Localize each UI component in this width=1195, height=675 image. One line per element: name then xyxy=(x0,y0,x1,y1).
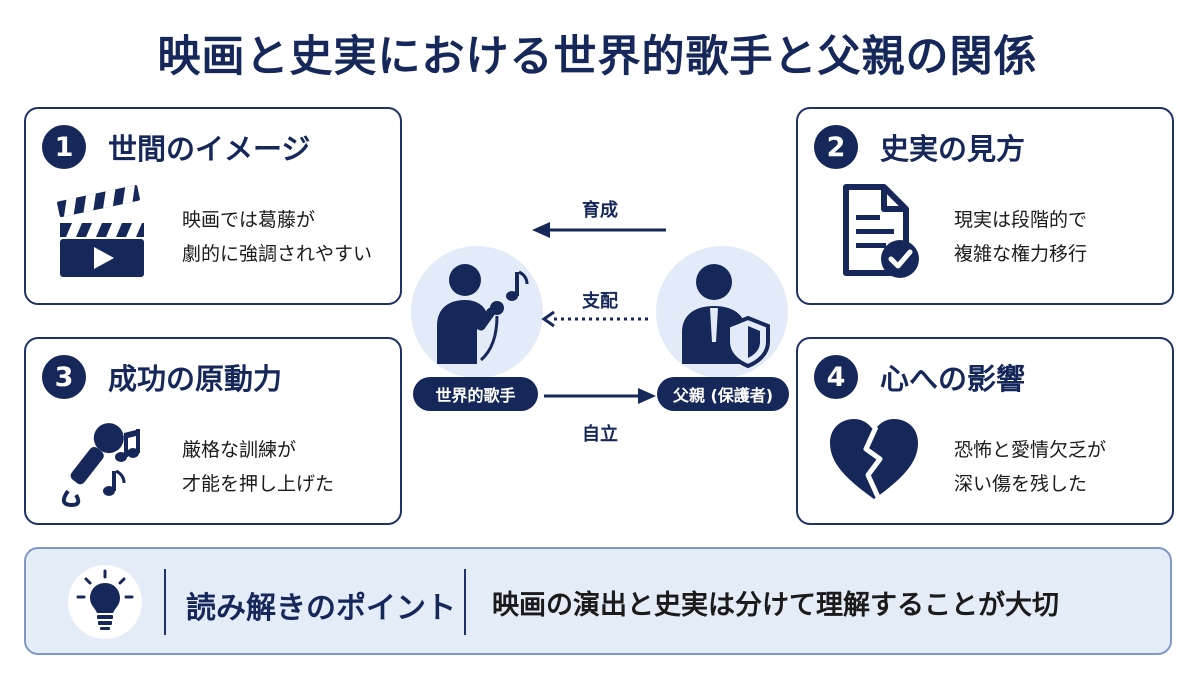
arrow-label-nurture: 育成 xyxy=(582,200,618,221)
key-point-banner: 読み解きのポイント 映画の演出と史実は分けて理解することが大切 xyxy=(24,547,1172,655)
card-description: 厳格な訓練が 才能を押し上げた xyxy=(182,439,335,495)
card-number: 1 xyxy=(42,125,86,169)
card-success-driver: 3 成功の原動力 厳格な訓練が 才能を押し上げた xyxy=(24,337,402,525)
card-title: 史実の見方 xyxy=(880,132,1026,166)
card-number: 3 xyxy=(42,355,86,399)
card-emotional-impact: 4 心への影響 恐怖と愛情欠乏が 深い傷を残した xyxy=(796,337,1174,525)
card-title: 心への影響 xyxy=(880,362,1026,396)
clapperboard-play-icon xyxy=(57,185,144,277)
arrow-control xyxy=(541,310,652,328)
arrow-independence xyxy=(544,388,656,404)
card-number: 4 xyxy=(814,355,858,399)
banner-text: 映画の演出と史実は分けて理解することが大切 xyxy=(492,590,1059,621)
card-title: 成功の原動力 xyxy=(108,362,283,396)
card-description: 恐怖と愛情欠乏が 深い傷を残した xyxy=(954,439,1107,495)
page-title: 映画と史実における世界的歌手と父親の関係 xyxy=(157,32,1038,82)
card-public-image: 1 世間のイメージ 映画では葛藤が 劇的に強調されやすい xyxy=(24,107,402,305)
divider xyxy=(164,569,166,635)
banner-title: 読み解きのポイント xyxy=(186,591,456,626)
arrow-nurture xyxy=(532,222,666,238)
lightbulb-icon xyxy=(76,569,134,630)
document-check-icon xyxy=(843,184,919,278)
microphone-music-notes-icon xyxy=(61,423,140,508)
card-historical-view: 2 史実の見方 現実は段階的で 複雑な権力移行 xyxy=(796,107,1174,305)
father-label: 父親 (保護者) xyxy=(657,377,789,411)
broken-heart-icon xyxy=(830,419,918,499)
arrow-label-independence: 自立 xyxy=(582,424,618,445)
father-shield-icon xyxy=(682,264,770,369)
arrow-label-control: 支配 xyxy=(582,291,618,312)
card-number: 2 xyxy=(814,125,858,169)
singer-icon xyxy=(437,264,529,364)
card-description: 映画では葛藤が 劇的に強調されやすい xyxy=(182,209,373,265)
card-title: 世間のイメージ xyxy=(108,132,311,166)
singer-label: 世界的歌手 xyxy=(413,377,538,411)
divider xyxy=(464,569,466,635)
card-description: 現実は段階的で 複雑な権力移行 xyxy=(954,209,1088,265)
